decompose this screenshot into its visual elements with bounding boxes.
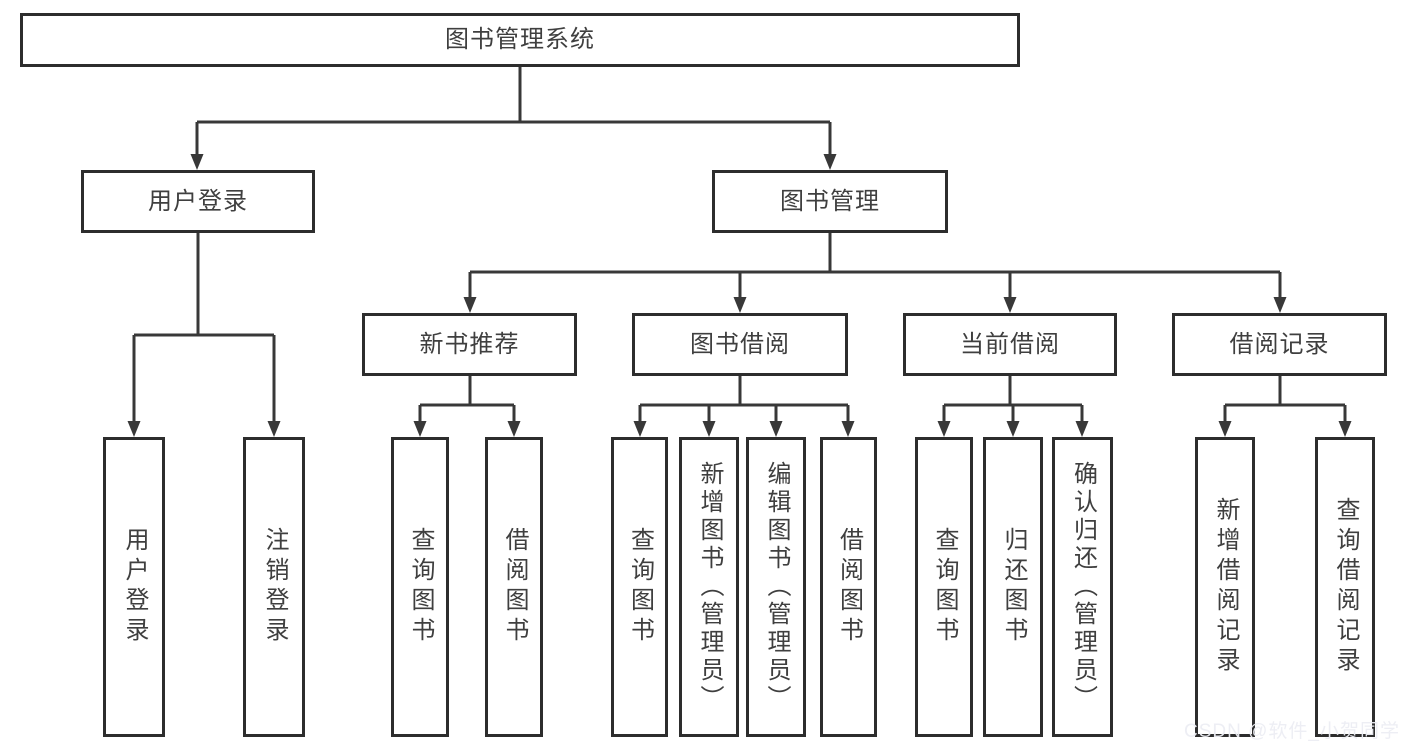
csdn-watermark: CSDN @软件_小贺同学 xyxy=(1184,721,1400,742)
node-new-book-recommend-label: 新书推荐 xyxy=(419,330,520,358)
node-leaf-query-books-3-label: 查询图书 xyxy=(931,527,958,647)
node-leaf-return-books-label: 归还图书 xyxy=(1000,527,1027,647)
node-leaf-query-books-1-label: 查询图书 xyxy=(407,527,434,647)
node-borrow-records: 借阅记录 xyxy=(1172,313,1387,376)
node-leaf-add-borrow-record-label: 新增借阅记录 xyxy=(1212,497,1239,677)
node-leaf-borrow-books-1-label: 借阅图书 xyxy=(501,527,528,647)
connector-borrow-records-to-leaves xyxy=(1218,376,1352,437)
node-leaf-logout-label: 注销登录 xyxy=(261,527,288,647)
node-current-borrow-label: 当前借阅 xyxy=(960,330,1060,358)
node-leaf-return-books: 归还图书 xyxy=(983,437,1043,737)
node-user-login-label: 用户登录 xyxy=(148,187,248,215)
node-borrow-records-label: 借阅记录 xyxy=(1229,330,1330,358)
node-book-management-label: 图书管理 xyxy=(780,187,880,215)
connector-user-login-to-leaves xyxy=(127,233,281,437)
node-user-login: 用户登录 xyxy=(81,170,315,233)
node-leaf-user-login-label: 用户登录 xyxy=(121,527,148,647)
node-leaf-add-borrow-record: 新增借阅记录 xyxy=(1195,437,1255,737)
connector-current-borrow-to-leaves xyxy=(937,376,1089,437)
connector-book-management-to-level3 xyxy=(463,233,1287,313)
node-leaf-query-borrow-record-label: 查询借阅记录 xyxy=(1332,497,1359,677)
node-root-label: 图书管理系统 xyxy=(445,26,595,53)
node-leaf-add-books-admin: 新增图书（管理员） xyxy=(679,437,739,737)
node-new-book-recommend: 新书推荐 xyxy=(362,313,577,376)
node-leaf-borrow-books-1: 借阅图书 xyxy=(485,437,543,737)
node-leaf-query-borrow-record: 查询借阅记录 xyxy=(1315,437,1375,737)
node-book-borrow: 图书借阅 xyxy=(632,313,848,376)
connector-root-to-level2 xyxy=(190,67,837,170)
node-leaf-logout: 注销登录 xyxy=(243,437,305,737)
node-leaf-user-login: 用户登录 xyxy=(103,437,165,737)
node-leaf-query-books-2-label: 查询图书 xyxy=(626,527,654,647)
connector-new-book-recommend-to-leaves xyxy=(413,376,521,437)
node-current-borrow: 当前借阅 xyxy=(903,313,1117,376)
node-leaf-edit-books-admin-label: 编辑图书（管理员） xyxy=(763,461,790,713)
node-book-management: 图书管理 xyxy=(712,170,948,233)
node-leaf-borrow-books-2: 借阅图书 xyxy=(820,437,877,737)
node-leaf-edit-books-admin: 编辑图书（管理员） xyxy=(746,437,806,737)
node-leaf-confirm-return-admin-label: 确认归还（管理员） xyxy=(1069,461,1097,713)
node-book-borrow-label: 图书借阅 xyxy=(690,330,790,358)
node-leaf-confirm-return-admin: 确认归还（管理员） xyxy=(1052,437,1113,737)
connector-book-borrow-to-leaves xyxy=(633,376,855,437)
node-leaf-query-books-2: 查询图书 xyxy=(611,437,668,737)
node-leaf-borrow-books-2-label: 借阅图书 xyxy=(835,527,863,647)
node-leaf-query-books-3: 查询图书 xyxy=(915,437,973,737)
node-root: 图书管理系统 xyxy=(20,13,1020,67)
node-leaf-add-books-admin-label: 新增图书（管理员） xyxy=(696,461,723,713)
node-leaf-query-books-1: 查询图书 xyxy=(391,437,449,737)
